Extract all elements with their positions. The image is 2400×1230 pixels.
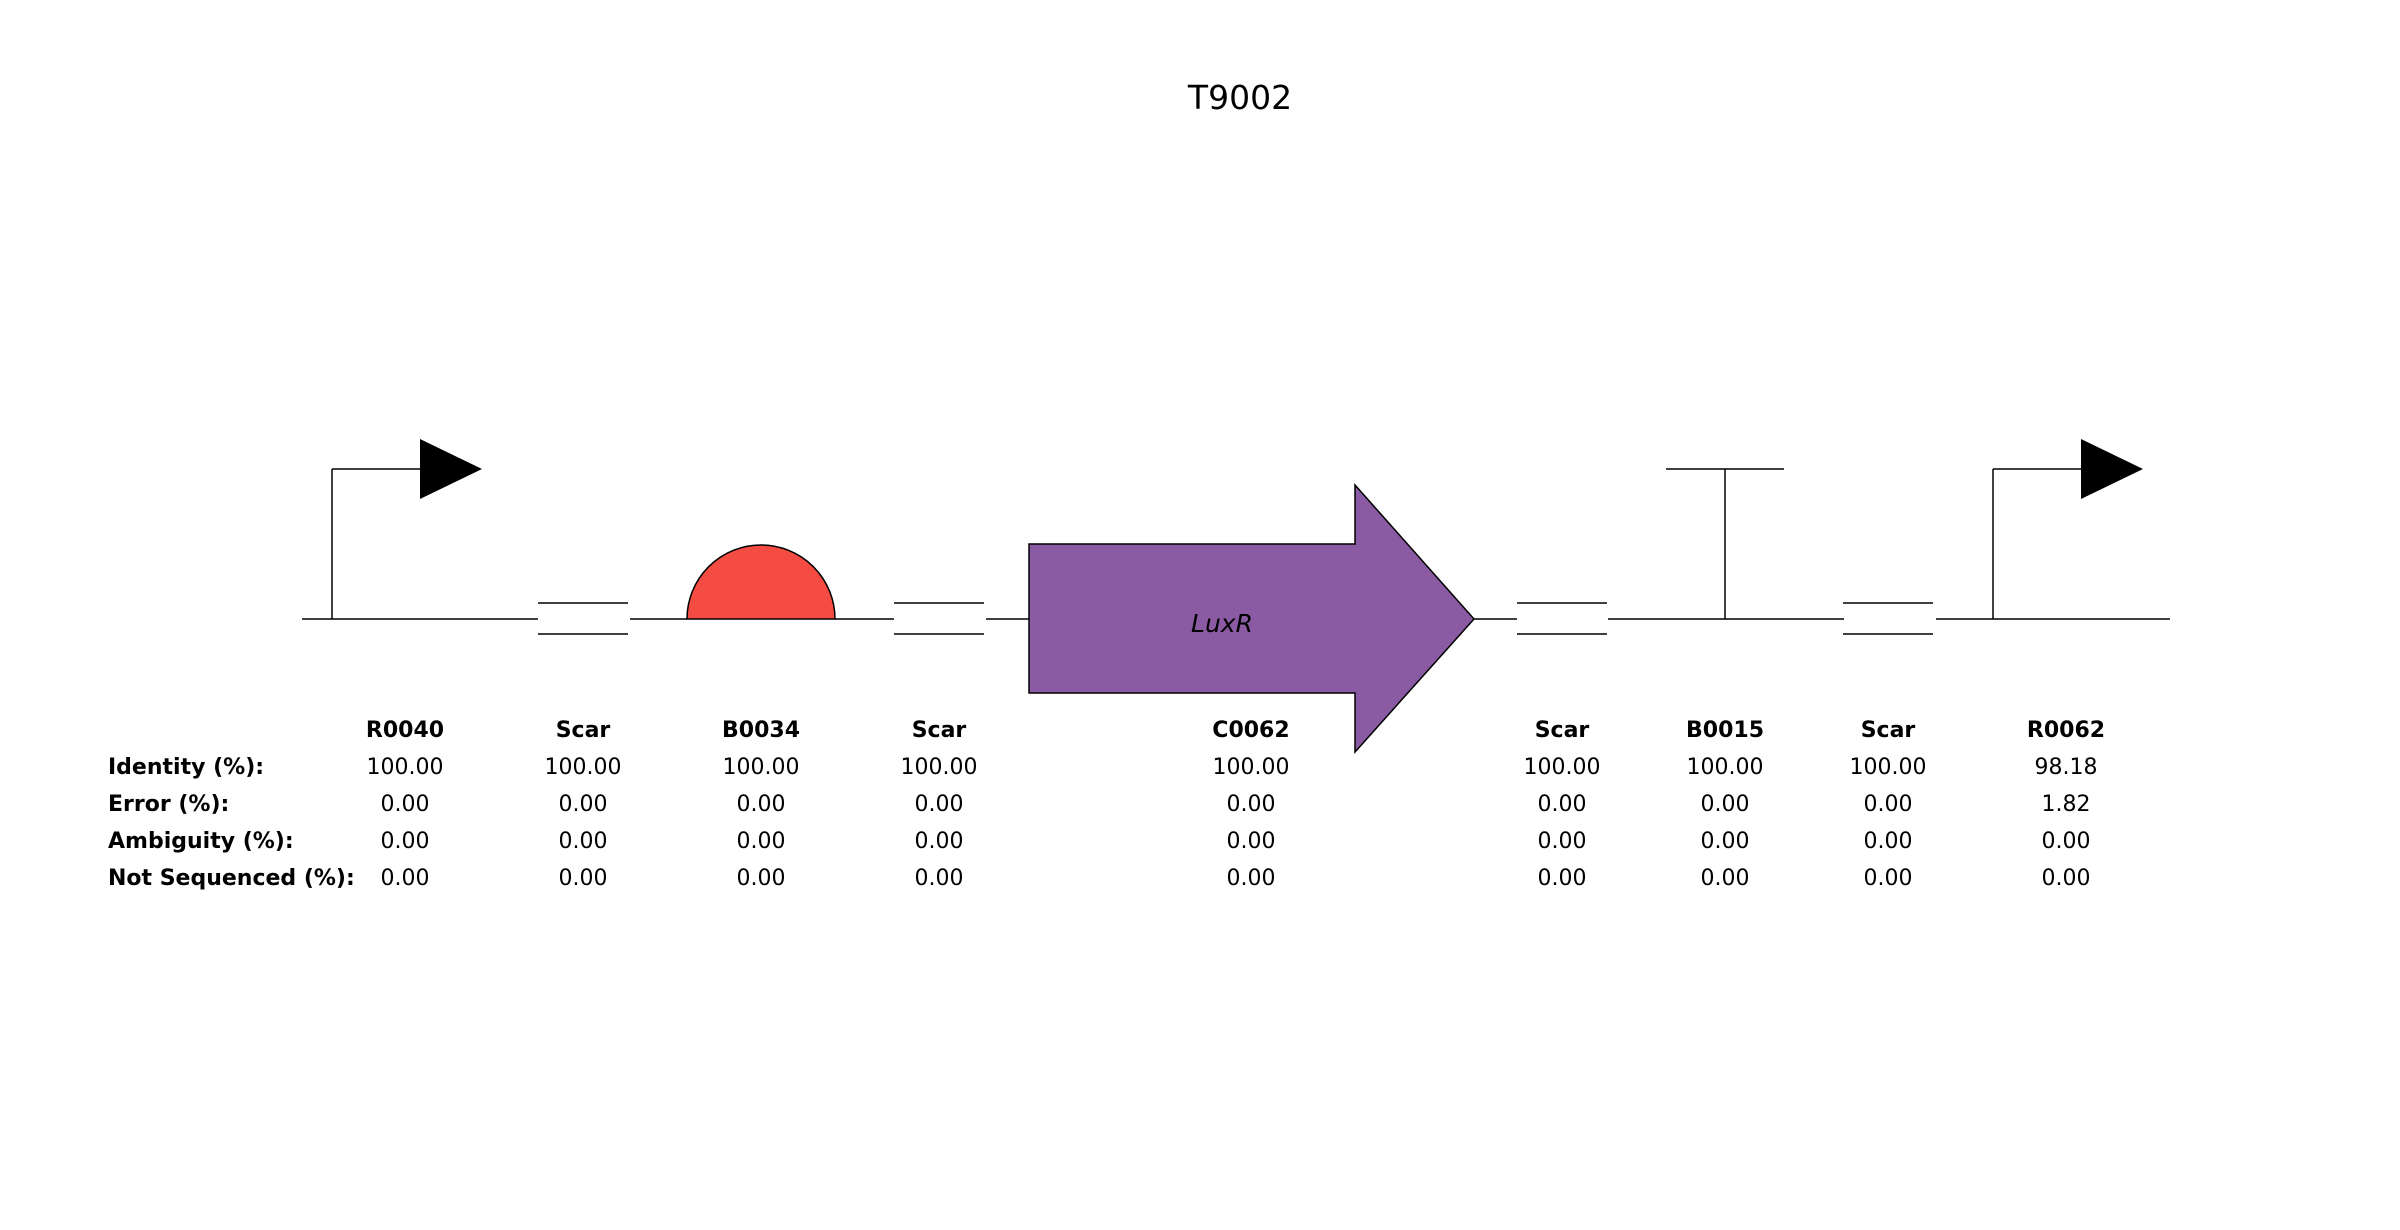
stat-cell: 0.00 — [1227, 829, 1276, 854]
stat-cell: 0.00 — [381, 829, 430, 854]
stat-cell: 100.00 — [1850, 755, 1927, 780]
part-name: B0015 — [1686, 718, 1764, 743]
part-glyphs: LuxR — [302, 439, 2170, 754]
stat-cell: 100.00 — [545, 755, 622, 780]
promoter-arrowhead — [2081, 439, 2143, 499]
stat-cell: 0.00 — [1538, 792, 1587, 817]
glyph-scar — [538, 602, 628, 635]
part-name: Scar — [556, 718, 611, 743]
part-name: C0062 — [1212, 718, 1289, 743]
stat-cell: 0.00 — [559, 866, 608, 891]
stat-cell: 0.00 — [559, 829, 608, 854]
promoter-arrowhead — [420, 439, 482, 499]
glyph-cds: LuxR — [1028, 483, 1476, 754]
part-name: Scar — [912, 718, 967, 743]
sequencing-stats-table: Identity (%): Error (%): Ambiguity (%): … — [108, 718, 2105, 891]
glyph-rbs — [686, 544, 836, 620]
stat-cell: 0.00 — [1701, 829, 1750, 854]
part-name: B0034 — [722, 718, 800, 743]
stat-cell: 100.00 — [367, 755, 444, 780]
stat-cell: 0.00 — [737, 866, 786, 891]
stat-cell: 0.00 — [1227, 792, 1276, 817]
stat-cell: 0.00 — [381, 866, 430, 891]
stat-cell: 0.00 — [915, 829, 964, 854]
stat-cell: 0.00 — [915, 792, 964, 817]
stat-cell: 0.00 — [915, 866, 964, 891]
stat-cell: 0.00 — [737, 829, 786, 854]
stat-cell: 100.00 — [1524, 755, 1601, 780]
part-name: Scar — [1861, 718, 1916, 743]
stat-cell: 98.18 — [2035, 755, 2098, 780]
cds-label: LuxR — [1191, 609, 1253, 638]
stat-cell: 0.00 — [2042, 829, 2091, 854]
part-name: Scar — [1535, 718, 1590, 743]
stat-cell: 0.00 — [381, 792, 430, 817]
part-name: R0062 — [2027, 718, 2105, 743]
stat-cell: 0.00 — [1538, 829, 1587, 854]
stat-cell: 0.00 — [737, 792, 786, 817]
stat-cell: 0.00 — [1864, 829, 1913, 854]
row-label-ambiguity: Ambiguity (%): — [108, 829, 294, 854]
glyph-scar — [1843, 602, 1933, 635]
cds-arrow — [1028, 483, 1476, 754]
row-label-not-sequenced: Not Sequenced (%): — [108, 866, 355, 891]
rbs-dome — [686, 544, 836, 620]
stat-cell: 0.00 — [1864, 866, 1913, 891]
stat-cell: 0.00 — [1227, 866, 1276, 891]
stat-cell: 0.00 — [1701, 792, 1750, 817]
stat-cell: 100.00 — [723, 755, 800, 780]
stat-cell: 0.00 — [1538, 866, 1587, 891]
glyph-promoter — [331, 439, 482, 619]
stat-cell: 0.00 — [1701, 866, 1750, 891]
stat-cell: 100.00 — [1213, 755, 1290, 780]
row-label-error: Error (%): — [108, 792, 229, 817]
glyph-scar — [1517, 602, 1607, 635]
glyph-promoter — [1992, 439, 2143, 619]
stat-cell: 100.00 — [901, 755, 978, 780]
diagram-title: T9002 — [1187, 78, 1292, 117]
part-name: R0040 — [366, 718, 444, 743]
stat-cell: 0.00 — [1864, 792, 1913, 817]
stat-cell: 0.00 — [2042, 866, 2091, 891]
glyph-scar — [894, 602, 984, 635]
row-label-identity: Identity (%): — [108, 755, 264, 780]
glyph-terminator — [1666, 468, 1784, 619]
stat-cell: 1.82 — [2042, 792, 2091, 817]
stat-cell: 0.00 — [559, 792, 608, 817]
stat-cell: 100.00 — [1687, 755, 1764, 780]
